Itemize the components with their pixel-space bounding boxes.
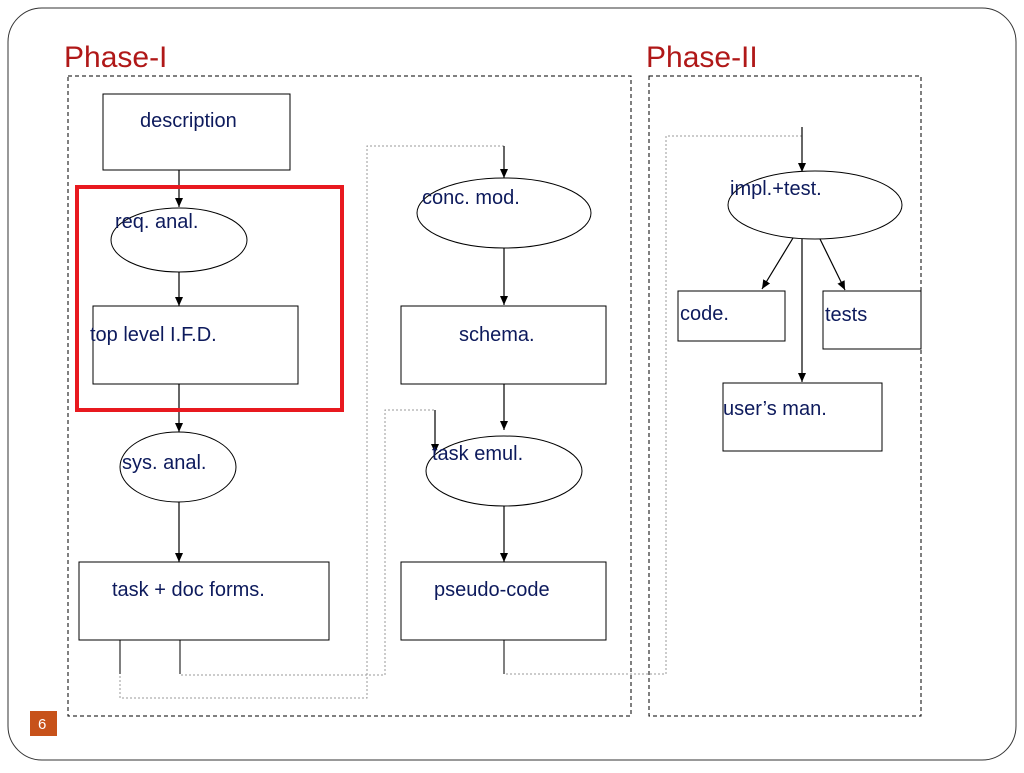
arrow-impl-to-code — [761, 237, 794, 290]
schema-box — [400, 305, 607, 385]
top-level-ifd-box — [92, 305, 299, 385]
impl-test-label: impl.+test. — [730, 178, 822, 200]
schema-label: schema. — [459, 324, 535, 346]
req-anal-label: req. anal. — [115, 211, 198, 233]
task-doc-forms-box — [78, 561, 330, 641]
sys-anal-label: sys. anal. — [122, 452, 206, 474]
users-man-label: user’s man. — [723, 398, 827, 420]
phase-2-container — [648, 75, 922, 717]
description-box — [102, 93, 291, 171]
description-label: description — [140, 110, 237, 132]
tests-box — [822, 290, 922, 350]
connector-to-impl-test — [503, 135, 802, 675]
connector-to-task-emul — [179, 409, 435, 676]
task-emul-ellipse — [425, 435, 583, 507]
task-doc-forms-label: task + doc forms. — [112, 579, 265, 601]
pseudo-code-label: pseudo-code — [434, 579, 550, 601]
pseudo-code-box — [400, 561, 607, 641]
arrow-impl-to-tests — [818, 236, 846, 291]
sys-anal-ellipse — [119, 431, 237, 503]
code-label: code. — [680, 303, 729, 325]
connector-to-conc-mod — [119, 145, 504, 699]
conc-mod-ellipse — [416, 177, 592, 249]
phase-1-container — [67, 75, 632, 717]
task-emul-label: task emul. — [432, 443, 523, 465]
phase-2-title: Phase-II — [646, 41, 758, 74]
impl-test-ellipse — [727, 170, 903, 240]
req-anal-ellipse — [110, 207, 248, 273]
highlight-box — [75, 185, 344, 412]
slide-frame — [7, 7, 1017, 761]
phase-1-title: Phase-I — [64, 41, 167, 74]
page-number-badge — [30, 711, 57, 736]
page-number: 6 — [38, 716, 46, 733]
tests-label: tests — [825, 304, 867, 326]
code-box — [677, 290, 786, 342]
users-man-box — [722, 382, 883, 452]
conc-mod-label: conc. mod. — [422, 187, 520, 209]
top-level-ifd-label: top level I.F.D. — [90, 324, 217, 346]
